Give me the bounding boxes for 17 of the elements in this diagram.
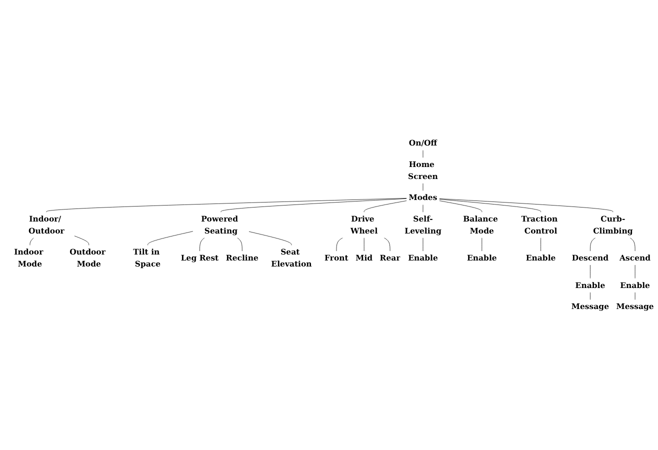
connector — [336, 237, 344, 252]
connector — [74, 236, 90, 246]
connector — [439, 199, 541, 213]
connector — [248, 231, 292, 246]
connector — [30, 237, 34, 246]
connector — [439, 200, 482, 213]
connector — [590, 237, 596, 252]
connector — [540, 237, 541, 252]
connector — [630, 237, 636, 252]
connector — [364, 200, 407, 213]
connector — [236, 237, 242, 252]
connector — [148, 231, 194, 246]
connector — [439, 198, 614, 213]
connector — [46, 198, 407, 213]
connector — [384, 237, 390, 252]
connector — [200, 237, 205, 252]
connector — [220, 198, 407, 213]
